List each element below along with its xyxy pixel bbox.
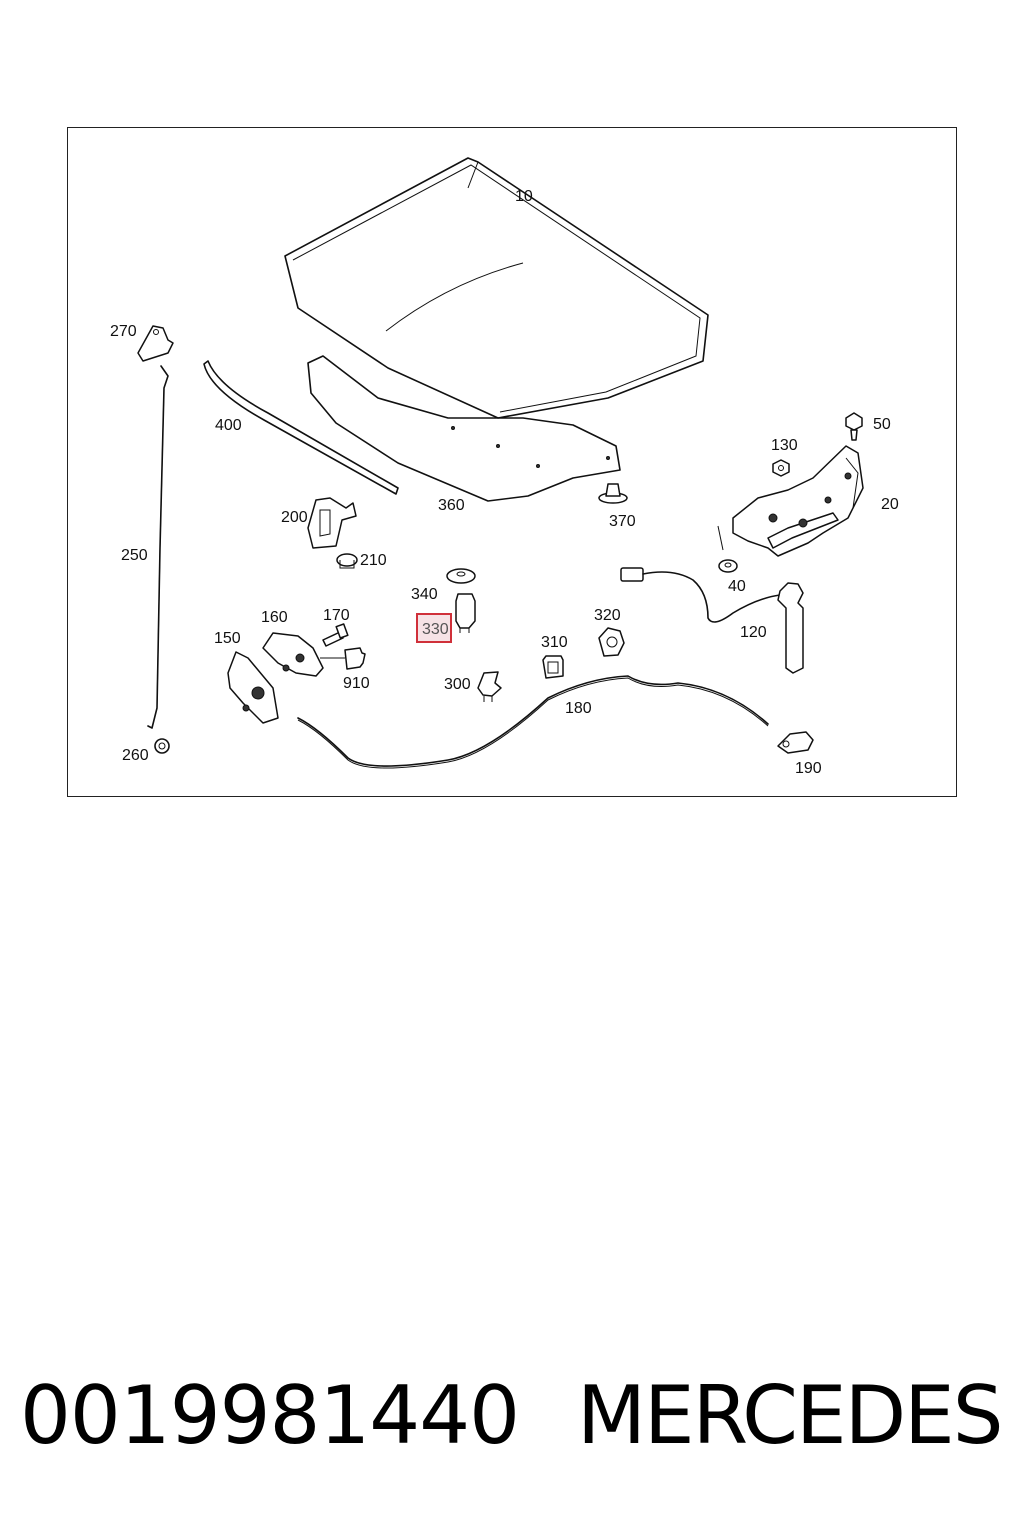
nut-130 (772, 459, 790, 477)
callout-370: 370 (609, 513, 636, 530)
callout-40: 40 (728, 578, 746, 595)
switch-harness (620, 567, 804, 674)
washer-40 (718, 559, 738, 573)
hood-support-rod (147, 365, 169, 729)
support-bracket-upper (137, 325, 174, 362)
rubber-buffer (455, 593, 476, 633)
clip-300 (477, 671, 502, 702)
rod-grommet (154, 738, 170, 754)
callout-160: 160 (261, 609, 288, 626)
hood-lock-assembly (227, 632, 324, 724)
bolt-50 (845, 412, 863, 441)
callout-360: 360 (438, 497, 465, 514)
label-tag (320, 647, 366, 670)
release-cable (297, 675, 769, 769)
callout-260: 260 (122, 747, 149, 764)
callout-130: 130 (771, 437, 798, 454)
callout-150: 150 (214, 630, 241, 647)
brand-name: MERCEDES (577, 1369, 1004, 1462)
hood-hinge (732, 445, 864, 557)
washer-340 (446, 568, 476, 584)
release-handle (777, 731, 814, 754)
hood-panel (284, 157, 709, 419)
callout-200: 200 (281, 509, 308, 526)
hood-seal-strip (203, 360, 399, 495)
parts-diagram-frame: 10 270 400 50 130 360 20 200 370 250 210… (67, 127, 957, 797)
bolt-170 (322, 623, 349, 647)
callout-180: 180 (565, 700, 592, 717)
callout-120: 120 (740, 624, 767, 641)
parts-diagram: 10 270 400 50 130 360 20 200 370 250 210… (110, 157, 899, 777)
callout-190: 190 (795, 760, 822, 777)
callout-320: 320 (594, 607, 621, 624)
callout-210: 210 (360, 552, 387, 569)
hinge-bracket (307, 497, 357, 549)
callout-250: 250 (121, 547, 148, 564)
callout-340: 340 (411, 586, 438, 603)
highlighted-callout-330[interactable]: 330 (416, 613, 452, 643)
callout-50: 50 (873, 416, 891, 433)
part-number: 0019981440 (20, 1369, 520, 1462)
callout-270: 270 (110, 323, 137, 340)
callout-20: 20 (881, 496, 899, 513)
highlight-box (416, 613, 452, 643)
cable-holder-310 (542, 655, 564, 679)
callout-330: 330 (422, 621, 449, 638)
clip-320 (598, 627, 625, 657)
hood-insulation-mat (307, 355, 621, 502)
clip-nut-210 (336, 553, 358, 569)
callout-170: 170 (323, 607, 350, 624)
callout-10: 10 (515, 188, 533, 205)
callout-910: 910 (343, 675, 370, 692)
push-clip (598, 483, 628, 504)
callout-400: 400 (215, 417, 242, 434)
leader-lines (717, 525, 724, 551)
callout-300: 300 (444, 676, 471, 693)
callout-310: 310 (541, 634, 568, 651)
